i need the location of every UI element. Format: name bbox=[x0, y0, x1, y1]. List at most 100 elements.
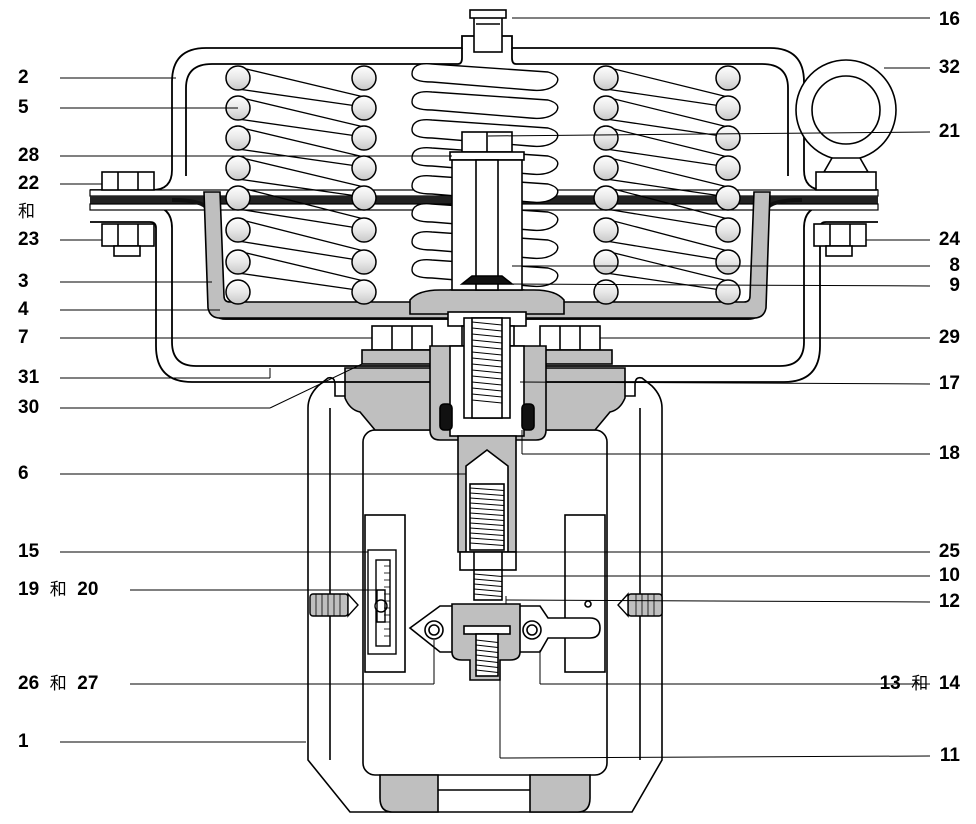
spring-wire bbox=[237, 178, 365, 198]
spring-coil bbox=[225, 279, 251, 305]
spring-wire bbox=[605, 88, 729, 108]
thread-line bbox=[469, 537, 505, 541]
thread-line bbox=[471, 333, 503, 338]
callout-30: 30 bbox=[18, 397, 40, 418]
thread-line bbox=[475, 649, 499, 653]
flange-bolt-right bbox=[813, 223, 867, 257]
thread-line bbox=[471, 393, 503, 398]
thread-line bbox=[469, 497, 505, 501]
callout-leaders bbox=[60, 17, 931, 759]
thread-line bbox=[471, 357, 503, 362]
thread-line bbox=[475, 654, 499, 658]
travel-scale-ticks bbox=[384, 565, 390, 637]
spring-wire bbox=[605, 126, 729, 158]
spring-wire bbox=[237, 240, 365, 262]
callout-18: 18 bbox=[938, 443, 960, 464]
spring-wire bbox=[605, 186, 729, 220]
spring-coil bbox=[351, 217, 377, 243]
center-spring-coil bbox=[411, 91, 559, 120]
spring-coil bbox=[351, 125, 377, 151]
connector-threads bbox=[475, 639, 499, 673]
spring-coil bbox=[225, 217, 251, 243]
thread-line bbox=[469, 527, 505, 531]
spring-wire bbox=[237, 118, 365, 138]
leader-line bbox=[499, 755, 931, 759]
thread-line bbox=[471, 381, 503, 386]
spring-coil bbox=[351, 65, 377, 91]
callout-22-23-conj: 和 bbox=[18, 202, 35, 222]
callout-1: 1 bbox=[18, 731, 29, 752]
thread-line bbox=[471, 321, 503, 326]
leader-line bbox=[505, 599, 931, 603]
thread-line bbox=[469, 542, 505, 546]
spring-coil bbox=[593, 279, 619, 305]
lifting-ring bbox=[795, 59, 897, 191]
thread-line bbox=[469, 522, 505, 526]
spring-wire bbox=[605, 156, 729, 188]
upper-casing-inner bbox=[185, 48, 789, 176]
callout-24: 24 bbox=[938, 229, 960, 250]
spring-coil bbox=[715, 125, 741, 151]
thread-line bbox=[469, 492, 505, 496]
vent-fitting bbox=[469, 9, 507, 53]
spring-coil bbox=[593, 217, 619, 243]
thread-line bbox=[471, 375, 503, 380]
thread-line bbox=[471, 387, 503, 392]
spring-coil bbox=[225, 249, 251, 275]
thread-line bbox=[475, 659, 499, 663]
callout-7: 7 bbox=[18, 327, 29, 348]
callout-9: 9 bbox=[949, 275, 960, 296]
thread-line bbox=[473, 593, 503, 597]
spring-coil bbox=[225, 65, 251, 91]
callout-27: 27 bbox=[77, 673, 99, 694]
thread-line bbox=[469, 532, 505, 536]
callout-28: 28 bbox=[18, 145, 40, 166]
thread-line bbox=[471, 327, 503, 332]
spring-coil bbox=[225, 155, 251, 181]
spring-coil bbox=[715, 185, 741, 211]
thread-line bbox=[473, 578, 503, 582]
thread-line bbox=[469, 502, 505, 506]
thread-line bbox=[473, 588, 503, 592]
callout-3: 3 bbox=[18, 271, 29, 292]
stem-threads-lower bbox=[469, 487, 505, 546]
thread-line bbox=[475, 664, 499, 668]
spring-coil bbox=[351, 155, 377, 181]
spring-coil bbox=[351, 249, 377, 275]
callout-32: 32 bbox=[938, 57, 960, 78]
spring-coil bbox=[351, 279, 377, 305]
thread-line bbox=[475, 669, 499, 673]
thread-line bbox=[475, 644, 499, 648]
spring-coil bbox=[715, 279, 741, 305]
callout-21: 21 bbox=[938, 121, 960, 142]
spring-wire bbox=[605, 96, 729, 128]
thread-line bbox=[471, 369, 503, 374]
spring-coil bbox=[715, 95, 741, 121]
spring-wire bbox=[605, 178, 729, 198]
thread-line bbox=[469, 512, 505, 516]
stem-threads-small bbox=[473, 573, 503, 597]
spring-coil bbox=[593, 155, 619, 181]
spring-wire bbox=[605, 240, 729, 262]
spring-coil bbox=[593, 249, 619, 275]
bonnet-sleeve bbox=[429, 317, 547, 441]
thread-line bbox=[473, 573, 503, 577]
stem-threads-upper bbox=[471, 321, 503, 404]
thread-line bbox=[469, 517, 505, 521]
callout-25: 25 bbox=[938, 541, 960, 562]
spring-coil bbox=[593, 125, 619, 151]
callout-31: 31 bbox=[18, 367, 40, 388]
spring-coil bbox=[225, 125, 251, 151]
conj-19-20: 和 bbox=[49, 580, 67, 600]
center-spring-coil bbox=[411, 63, 559, 92]
spring-wire bbox=[605, 208, 729, 230]
spring-wire bbox=[237, 250, 365, 282]
spring-coil bbox=[715, 249, 741, 275]
callout-20: 20 bbox=[77, 579, 99, 600]
callout-5: 5 bbox=[18, 97, 29, 118]
conj-22-23: 和 bbox=[18, 202, 35, 222]
thread-line bbox=[469, 487, 505, 491]
spring-wire bbox=[237, 272, 365, 292]
callout-11: 11 bbox=[939, 745, 960, 766]
